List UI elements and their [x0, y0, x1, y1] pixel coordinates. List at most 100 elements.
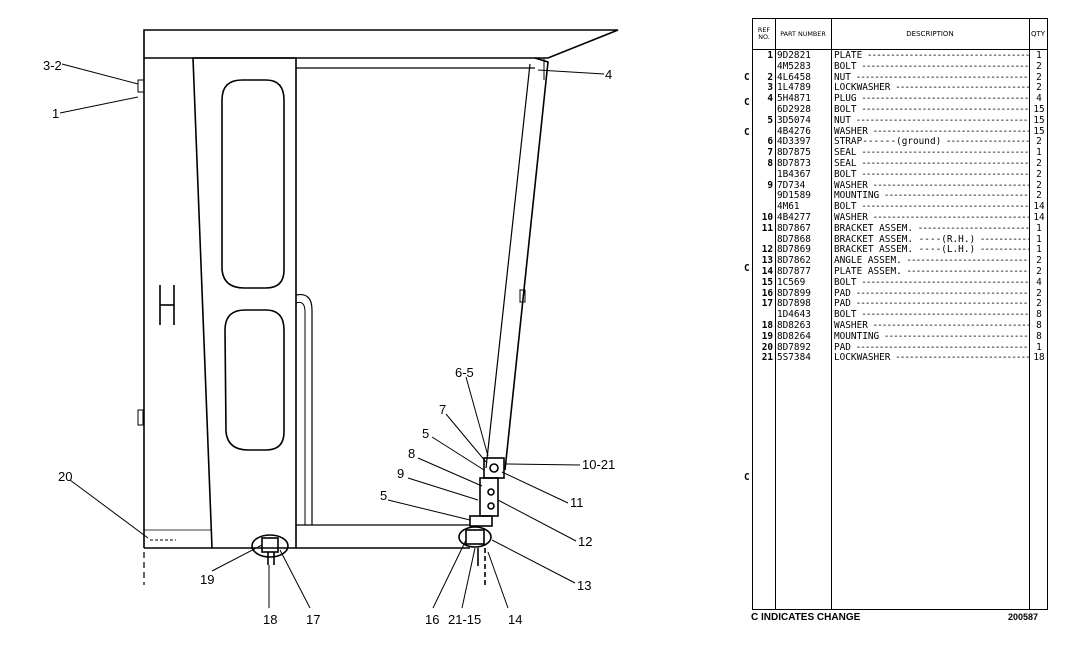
callout-9: 9 — [397, 466, 404, 481]
description-cell: STRAP------(ground) — [834, 137, 1030, 148]
callout-1: 1 — [52, 106, 59, 121]
description-cell: BOLT — [834, 105, 1030, 116]
qty-cell: 2 — [1036, 136, 1042, 148]
callout-3-2: 3-2 — [43, 58, 62, 73]
part-number-cell: 1D4643 — [777, 309, 811, 321]
qty-cell: 8 — [1036, 320, 1042, 331]
description-cell: MOUNTING — [834, 191, 1030, 202]
ref-no-cell: 6 — [767, 136, 773, 148]
header-ref-no: REF NO. — [757, 26, 771, 41]
callout-4: 4 — [605, 67, 612, 82]
table-row: 188D8263WASHER8 — [753, 320, 1047, 332]
qty-cell: 8 — [1036, 309, 1042, 321]
table-row: 88D7873SEAL2 — [753, 158, 1047, 170]
description-cell: BOLT — [834, 278, 1030, 289]
description-cell: WASHER — [834, 127, 1030, 138]
callout-13: 13 — [577, 578, 591, 593]
table-row: 215S7384LOCKWASHER18 — [753, 353, 1047, 364]
qty-cell: 14 — [1033, 212, 1045, 223]
lower-window — [224, 309, 285, 451]
table-row: 15 1C569 BOLT 4 — [753, 276, 1047, 289]
part-number-cell: 8D7869 — [777, 244, 811, 256]
header-qty: QTY — [1030, 29, 1046, 38]
table-row: 53D5074NUT15 — [753, 114, 1047, 127]
change-mark: C — [744, 472, 750, 483]
qty-cell: 1 — [1036, 341, 1042, 353]
callout-10-21: 10-21 — [582, 457, 615, 472]
table-row: 97D734WASHER2 — [753, 179, 1047, 192]
description-cell: LOCKWASHER — [834, 83, 1030, 94]
description-cell: PAD — [834, 299, 1030, 310]
qty-cell: 2 — [1036, 158, 1042, 169]
callout-11: 11 — [570, 495, 584, 510]
ref-no-cell: 18 — [761, 320, 773, 331]
ref-no-cell: 19 — [761, 330, 773, 342]
ref-no-cell: 12 — [761, 244, 773, 256]
table-row: 1B4367BOLT2 — [753, 168, 1047, 181]
part-number-cell: 5S7384 — [777, 352, 811, 364]
description-cell: WASHER — [834, 181, 1030, 192]
change-note: C INDICATES CHANGE — [751, 612, 861, 623]
ref-no-cell: 7 — [767, 147, 773, 159]
part-number-cell: 8D8263 — [777, 320, 811, 331]
cab-roof — [143, 29, 619, 59]
qty-cell: 2 — [1036, 287, 1042, 299]
callout-20: 20 — [58, 469, 72, 484]
ref-no-cell: 9 — [767, 179, 773, 191]
ref-no-cell: 13 — [761, 255, 773, 267]
change-mark: C — [744, 127, 750, 138]
description-cell: PLATE ASSEM. — [834, 267, 1030, 278]
rear-mounting — [251, 534, 289, 565]
table-row: 6D2928BOLT15 — [753, 104, 1047, 116]
table-row: 31L4789LOCKWASHER2 — [753, 83, 1047, 94]
part-number-cell: 8D7875 — [777, 147, 811, 159]
callout-21-15: 21-15 — [448, 612, 481, 627]
qty-cell: 4 — [1036, 276, 1042, 288]
qty-cell: 14 — [1033, 201, 1045, 213]
qty-cell: 15 — [1033, 114, 1045, 126]
qty-cell: 18 — [1033, 352, 1045, 364]
description-cell: PLATE — [834, 51, 1030, 62]
qty-cell: 2 — [1036, 298, 1042, 310]
part-number-cell: 7D734 — [777, 179, 806, 191]
callout-6-5: 6-5 — [455, 365, 474, 380]
description-cell: BOLT — [834, 310, 1030, 321]
description-cell: ANGLE ASSEM. — [834, 256, 1030, 267]
callout-12: 12 — [578, 534, 592, 549]
qty-cell: 2 — [1036, 255, 1042, 267]
part-number-cell: 4M61 — [777, 201, 800, 213]
callout-5-lower: 5 — [380, 488, 387, 503]
callout-19: 19 — [200, 572, 214, 587]
description-cell: PAD — [834, 343, 1030, 354]
table-row: 4B4276WASHER15 — [753, 126, 1047, 138]
ref-no-cell: 17 — [761, 298, 773, 310]
header-description: DESCRIPTION — [906, 29, 954, 38]
qty-cell: 2 — [1036, 71, 1042, 83]
ref-no-cell: 8 — [767, 158, 773, 169]
part-number-cell: 8D7873 — [777, 158, 811, 169]
document-code: 200587 — [1008, 612, 1039, 622]
front-post — [504, 57, 549, 471]
callout-7: 7 — [439, 402, 446, 417]
callout-5-upper: 5 — [422, 426, 429, 441]
ref-no-cell: 15 — [761, 276, 773, 288]
callout-16: 16 — [425, 612, 439, 627]
part-number-cell: 1C569 — [777, 276, 806, 288]
ref-no-cell: 21 — [761, 352, 773, 364]
description-cell: PAD — [834, 289, 1030, 300]
qty-cell: 1 — [1036, 222, 1042, 234]
callout-17: 17 — [306, 612, 320, 627]
qty-cell: 8 — [1036, 330, 1042, 342]
qty-cell: 2 — [1036, 60, 1042, 72]
change-mark: C — [744, 263, 750, 274]
qty-cell: 2 — [1036, 168, 1042, 180]
part-number-cell: 8D7892 — [777, 341, 811, 353]
callout-8: 8 — [408, 446, 415, 461]
front-bracket-assembly — [458, 457, 505, 585]
qty-cell: 2 — [1036, 190, 1042, 202]
part-number-cell: 8D7868 — [777, 233, 811, 245]
